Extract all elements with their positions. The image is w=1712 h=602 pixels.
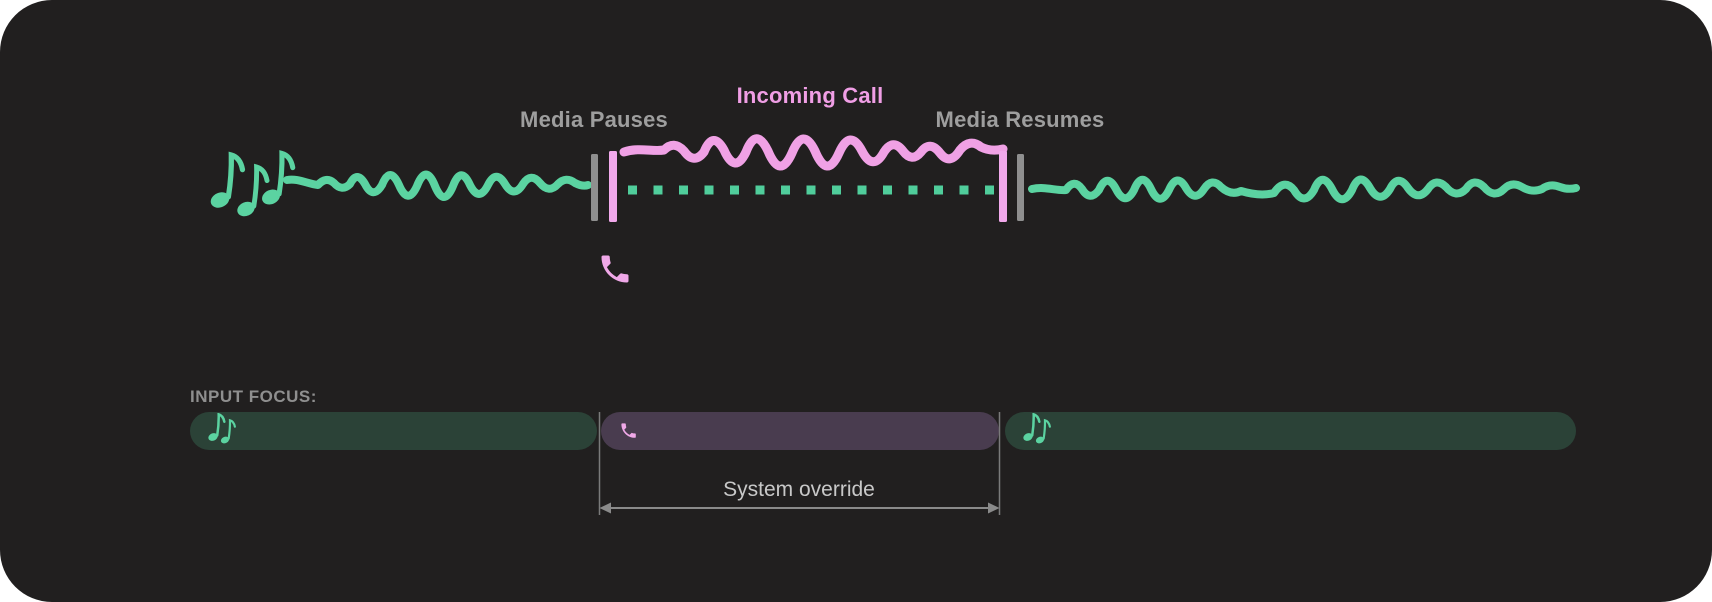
arrow-head-left-icon [599, 502, 611, 514]
phone-icon [601, 255, 629, 283]
system-override-label: System override [723, 478, 875, 501]
media-resumes-label: Media Resumes [935, 107, 1105, 132]
incoming-call-label: Incoming Call [736, 83, 884, 108]
music-notes-icon [1023, 413, 1051, 444]
resume-marker-pink [999, 151, 1007, 222]
media-wave-before [283, 170, 592, 201]
music-notes-icon [210, 150, 296, 217]
incoming-call-wave [619, 134, 1008, 171]
arrow-head-right-icon [988, 502, 1000, 514]
pause-marker-pink [609, 151, 617, 222]
media-pauses-label: Media Pauses [520, 107, 668, 132]
pause-marker-gray [591, 154, 598, 221]
focus-segment-media-before [190, 412, 597, 450]
system-override-annotation [598, 412, 1001, 515]
focus-segment-media-after [1005, 412, 1576, 450]
focus-segment-call [601, 412, 999, 450]
input-focus-heading: INPUT FOCUS: [190, 387, 317, 406]
resume-marker-gray [1017, 154, 1024, 221]
music-notes-icon [208, 413, 236, 444]
media-timeline-graphic [210, 134, 1580, 283]
phone-icon [621, 423, 636, 438]
media-wave-after [1028, 175, 1580, 204]
